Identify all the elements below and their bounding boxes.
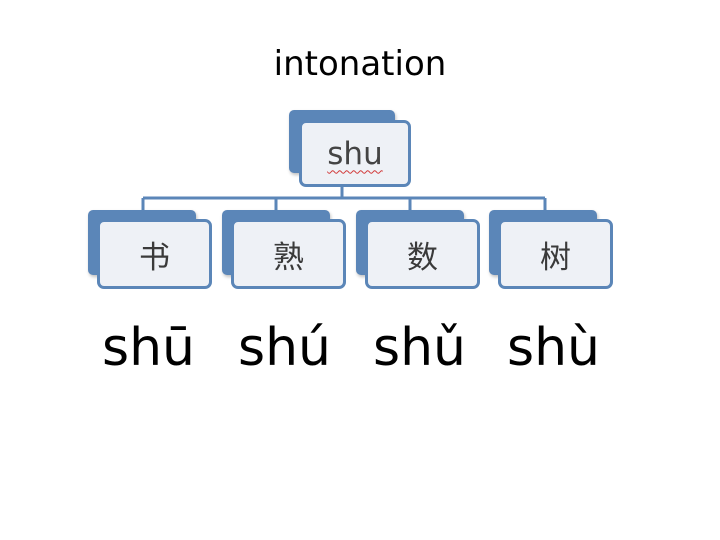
pinyin-4: shù xyxy=(507,318,601,378)
pinyin-3: shǔ xyxy=(373,318,467,378)
diagram-title: intonation xyxy=(273,44,447,84)
pinyin-2: shú xyxy=(238,318,332,378)
child-node-3: 数 xyxy=(356,210,482,292)
child-node-2: 熟 xyxy=(222,210,348,292)
child-label-3: 数 xyxy=(407,239,438,276)
root-label: shu xyxy=(327,135,383,172)
root-node: shu xyxy=(289,110,413,190)
child-label-1: 书 xyxy=(139,239,170,276)
child-label-2: 熟 xyxy=(273,239,304,276)
child-node-1: 书 xyxy=(88,210,214,292)
pinyin-1: shū xyxy=(102,318,196,378)
child-node-4: 树 xyxy=(489,210,615,292)
child-label-4: 树 xyxy=(540,239,571,276)
